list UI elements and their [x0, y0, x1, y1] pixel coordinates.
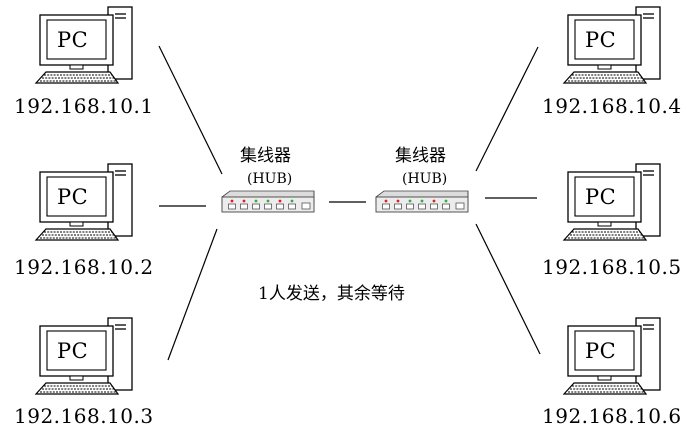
pc-screen-label: PC [57, 28, 89, 52]
ip-label: 192.168.10.2 [14, 255, 154, 279]
pc-screen-label: PC [57, 339, 89, 363]
hub-icon [221, 190, 315, 213]
hub-name-label: 集线器 [395, 146, 446, 166]
pc-screen-label: PC [585, 185, 617, 209]
note-text: 1人发送，其余等待 [258, 284, 405, 304]
link-pc3-hub1 [167, 228, 218, 361]
connection-lines [158, 45, 541, 361]
hub-sub-label: (HUB) [247, 171, 293, 187]
ip-label: 192.168.10.6 [542, 404, 682, 428]
link-hub2-pc6 [475, 223, 541, 355]
ip-label: 192.168.10.3 [14, 404, 154, 428]
ip-label: 192.168.10.4 [542, 94, 682, 118]
hub-icon [375, 190, 469, 213]
pc-screen-label: PC [585, 28, 617, 52]
pc-screen-label: PC [57, 185, 89, 209]
hub-sub-label: (HUB) [402, 171, 448, 187]
hub-name-label: 集线器 [240, 146, 291, 166]
ip-label: 192.168.10.5 [542, 255, 682, 279]
pc-screen-label: PC [585, 339, 617, 363]
link-pc1-hub1 [158, 45, 223, 175]
link-hub2-pc4 [475, 46, 539, 172]
ip-label: 192.168.10.1 [14, 94, 154, 118]
